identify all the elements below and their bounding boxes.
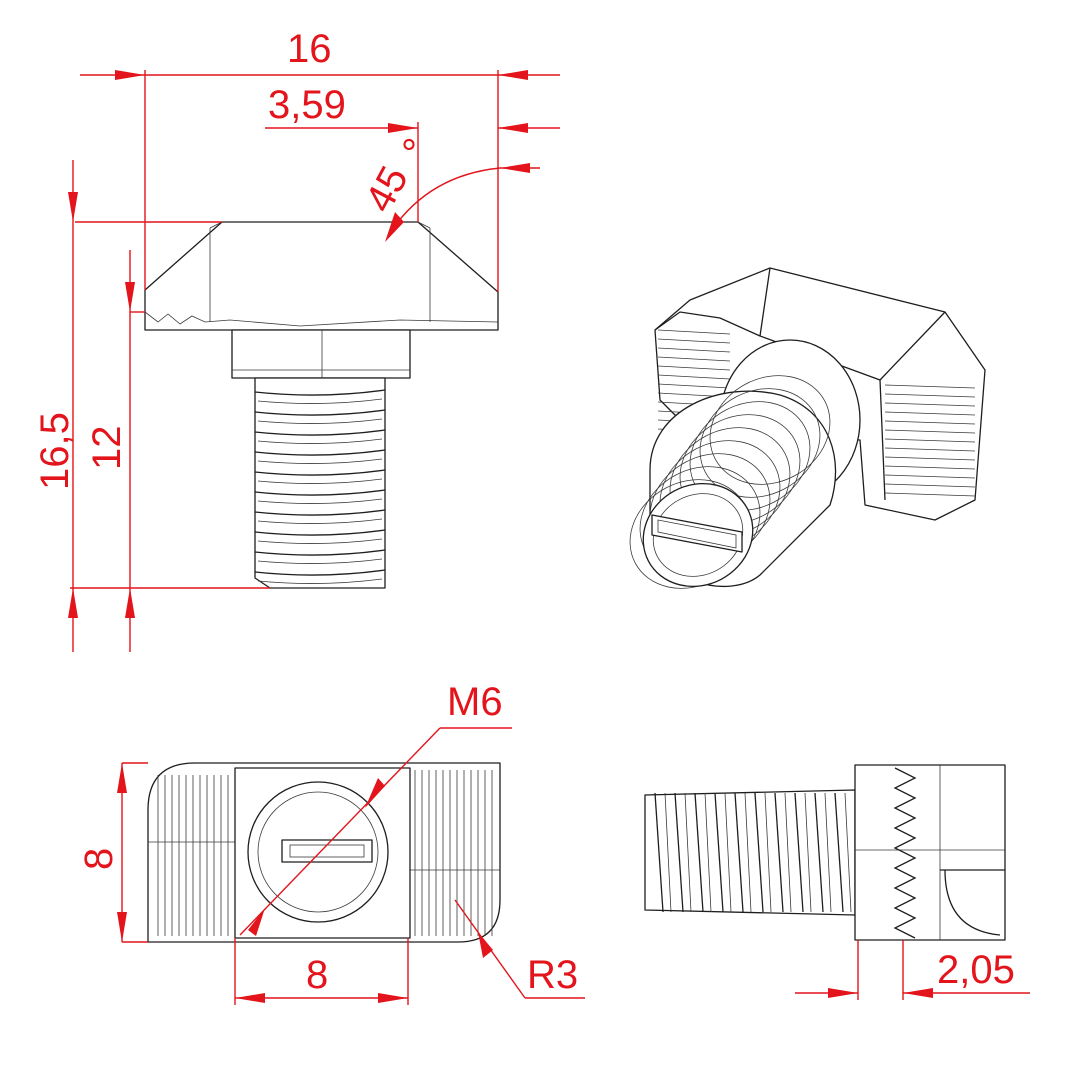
bottom-view xyxy=(147,762,501,943)
iso-slot xyxy=(651,514,743,553)
front-head xyxy=(144,221,499,331)
bottom-slot xyxy=(281,839,373,863)
dim-knurl-offset: 2,05 xyxy=(937,948,1015,992)
front-thread xyxy=(254,377,386,589)
dim-head-width: 8 xyxy=(306,953,328,997)
front-neck xyxy=(231,329,411,379)
front-view xyxy=(144,221,499,589)
dim-chamfer-width: 3,59 xyxy=(268,83,346,127)
side-head xyxy=(854,764,1006,941)
dim-corner-radius: R3 xyxy=(527,953,578,997)
dim-overall-height: 16,5 xyxy=(33,412,77,490)
dim-thread-length: 12 xyxy=(85,426,129,471)
dimension-lines xyxy=(68,70,1030,1005)
side-view xyxy=(644,764,1006,941)
dim-degree-mark: ° xyxy=(394,131,440,166)
isometric-view xyxy=(629,267,986,589)
dim-thread-size: M6 xyxy=(447,680,503,724)
dim-head-height: 8 xyxy=(77,848,121,870)
dim-overall-width: 16 xyxy=(287,27,332,71)
